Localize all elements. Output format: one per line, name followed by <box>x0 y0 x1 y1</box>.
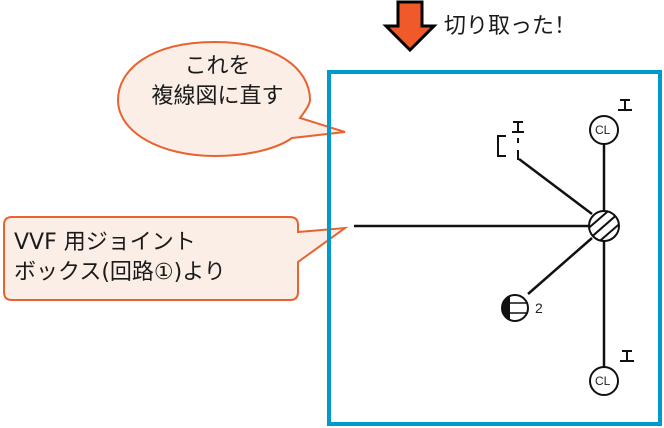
top-bubble-text: これを 複線図に直す <box>130 52 305 112</box>
wiring-lines <box>354 144 606 368</box>
left-box-line-1: VVF 用ジョイント <box>14 230 196 255</box>
ceiling-light-top-symbol <box>589 99 632 145</box>
down-arrow-icon <box>382 0 438 53</box>
top-bubble-line-1: これを <box>184 54 251 79</box>
top-speech-bubble <box>116 40 346 158</box>
junction-box-symbol <box>588 210 620 242</box>
ceiling-light-bottom-label: CL <box>595 374 611 388</box>
ceiling-light-bottom-symbol <box>589 350 634 396</box>
outlet-symbol <box>501 294 529 322</box>
switch-symbol <box>497 121 524 160</box>
left-box-text: VVF 用ジョイント ボックス(回路①)より <box>14 228 226 288</box>
top-bubble-line-2: 複線図に直す <box>151 84 284 109</box>
cropped-region-frame <box>327 70 662 426</box>
outlet-count-label: 2 <box>535 300 543 316</box>
cut-out-caption: 切り取った！ <box>444 14 577 39</box>
ceiling-light-top-label: CL <box>595 123 611 137</box>
left-box-line-2: ボックス(回路①)より <box>14 260 226 285</box>
left-callout-box <box>3 216 349 301</box>
